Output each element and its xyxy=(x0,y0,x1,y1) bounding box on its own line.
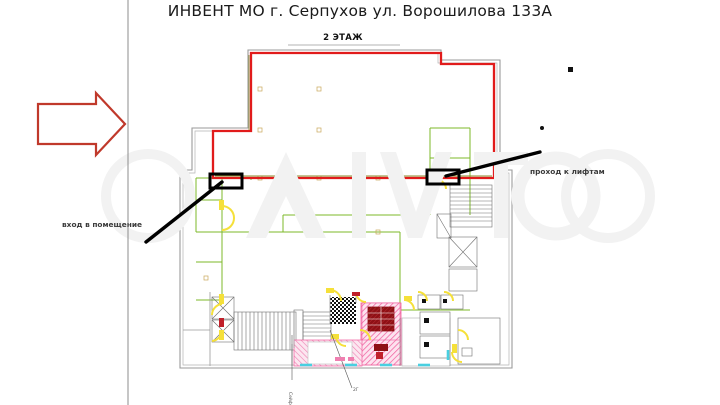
lifts-door-marker xyxy=(425,168,461,186)
svg-text:2Г: 2Г xyxy=(353,387,359,393)
entrance-door-marker xyxy=(208,172,244,190)
floor-label: 2 ЭТАЖ xyxy=(323,33,363,43)
stray-mark-lower-right xyxy=(540,126,544,130)
entrance-annotation-label: вход в помещение xyxy=(62,220,143,229)
red-pointer-arrow xyxy=(36,90,127,158)
stray-mark-upper-right xyxy=(568,67,573,72)
page-title: ИНВЕНТ МО г. Серпухов ул. Ворошилова 133… xyxy=(167,2,553,20)
svg-text:Сейф: Сейф xyxy=(287,392,294,405)
lifts-annotation-label: проход к лифтам xyxy=(530,167,605,176)
entrance-leader-line xyxy=(144,180,224,244)
